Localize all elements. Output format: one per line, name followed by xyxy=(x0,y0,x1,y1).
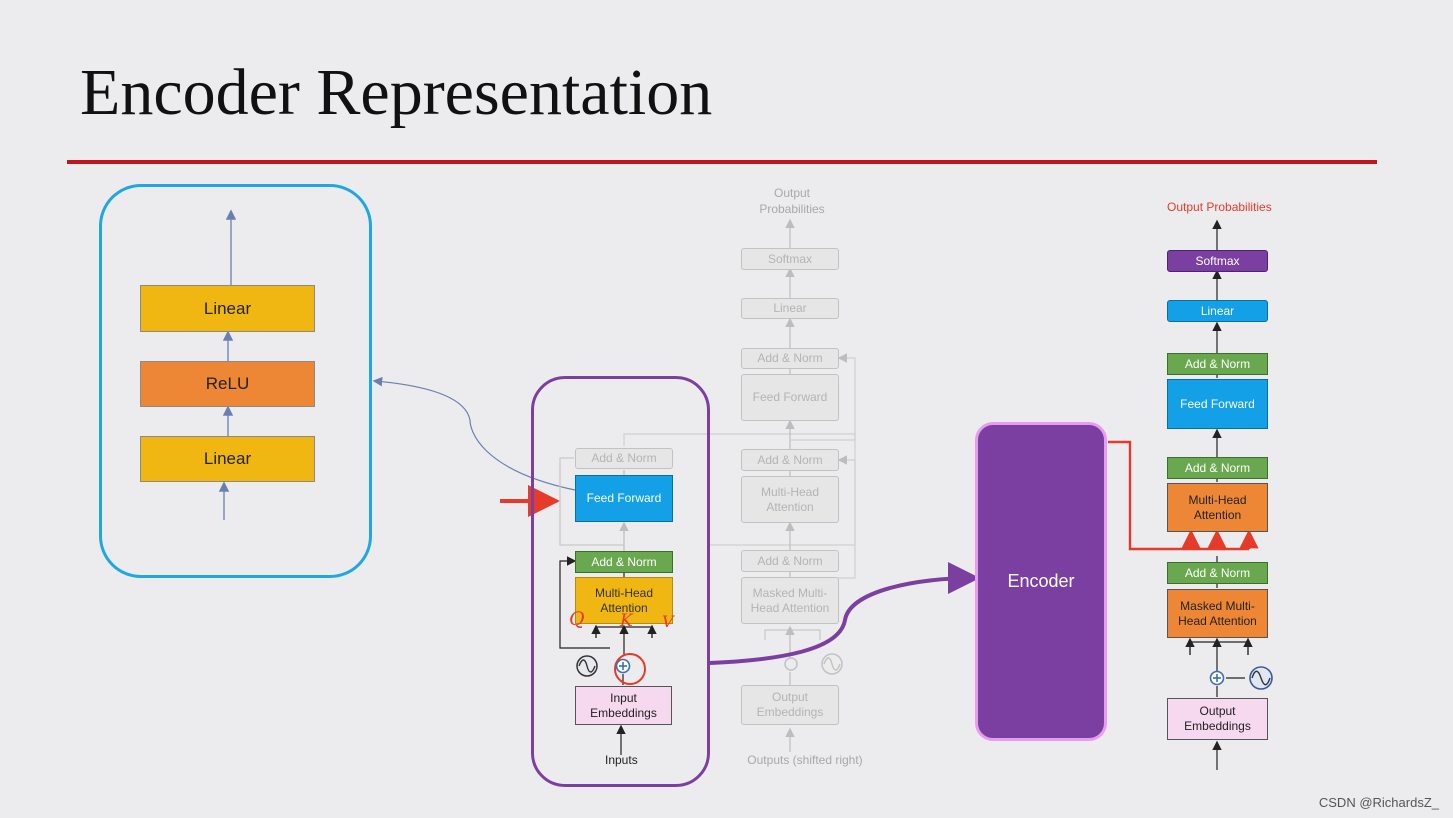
decoder-linear: Linear xyxy=(1167,300,1268,322)
faded-softmax: Softmax xyxy=(741,248,839,270)
decoder-positional-encoding xyxy=(1209,666,1273,690)
faded-add-norm-3: Add & Norm xyxy=(741,550,839,572)
decoder-softmax: Softmax xyxy=(1167,250,1268,272)
encoder-positional-encoding xyxy=(576,655,631,677)
faded-linear: Linear xyxy=(741,298,839,319)
annotation-k: K xyxy=(620,611,633,631)
faded-outputs-shifted-label: Outputs (shifted right) xyxy=(747,753,863,767)
decoder-add-norm-1: Add & Norm xyxy=(1167,353,1268,375)
encoder-add-norm: Add & Norm xyxy=(575,551,673,573)
decoder-add-norm-2: Add & Norm xyxy=(1167,457,1268,479)
faded-output-embeddings: Output Embeddings xyxy=(741,685,839,725)
annotation-q: Q xyxy=(569,608,585,630)
decoder-add-norm-3: Add & Norm xyxy=(1167,562,1268,584)
encoder-add-norm-top: Add & Norm xyxy=(575,448,673,469)
encoder-summary-block: Encoder xyxy=(975,422,1107,741)
encoder-multi-head-attention: Multi-Head Attention xyxy=(575,577,673,624)
ffn-linear-bottom: Linear xyxy=(140,436,315,482)
decoder-output-probabilities: Output Probabilities xyxy=(1167,200,1272,214)
annotation-v: V xyxy=(662,612,674,631)
ffn-relu: ReLU xyxy=(140,361,315,407)
slide-title: Encoder Representation xyxy=(80,56,713,129)
watermark: CSDN @RichardsZ_ xyxy=(1318,795,1439,810)
annotation-circle xyxy=(614,653,646,685)
encoder-inputs-label: Inputs xyxy=(605,753,638,767)
encoder-feed-forward: Feed Forward xyxy=(575,475,673,522)
ffn-detail-panel xyxy=(99,184,372,578)
ffn-linear-top: Linear xyxy=(140,285,315,332)
title-underline xyxy=(67,160,1377,164)
faded-multi-head-attention: Multi-Head Attention xyxy=(741,476,839,523)
encoder-input-embeddings: Input Embeddings xyxy=(575,686,672,725)
decoder-output-embeddings: Output Embeddings xyxy=(1167,698,1268,740)
decoder-masked-multi-head-attention: Masked Multi-Head Attention xyxy=(1167,589,1268,638)
faded-add-norm-1: Add & Norm xyxy=(741,348,839,369)
zoom-link-curve xyxy=(372,376,576,491)
faded-add-norm-2: Add & Norm xyxy=(741,449,839,471)
encoder-to-decoder-link xyxy=(1108,440,1249,551)
decoder-feed-forward: Feed Forward xyxy=(1167,379,1268,429)
faded-masked-multi-head-attention: Masked Multi-Head Attention xyxy=(741,577,839,624)
faded-feed-forward: Feed Forward xyxy=(741,374,839,421)
add-icon xyxy=(784,657,798,671)
faded-output-probabilities: Output Probabilities xyxy=(759,186,825,216)
encoder-link-curve xyxy=(709,562,980,665)
decoder-multi-head-attention: Multi-Head Attention xyxy=(1167,483,1268,532)
faded-positional-encoding xyxy=(784,653,843,675)
encoder-block-panel xyxy=(531,376,710,787)
